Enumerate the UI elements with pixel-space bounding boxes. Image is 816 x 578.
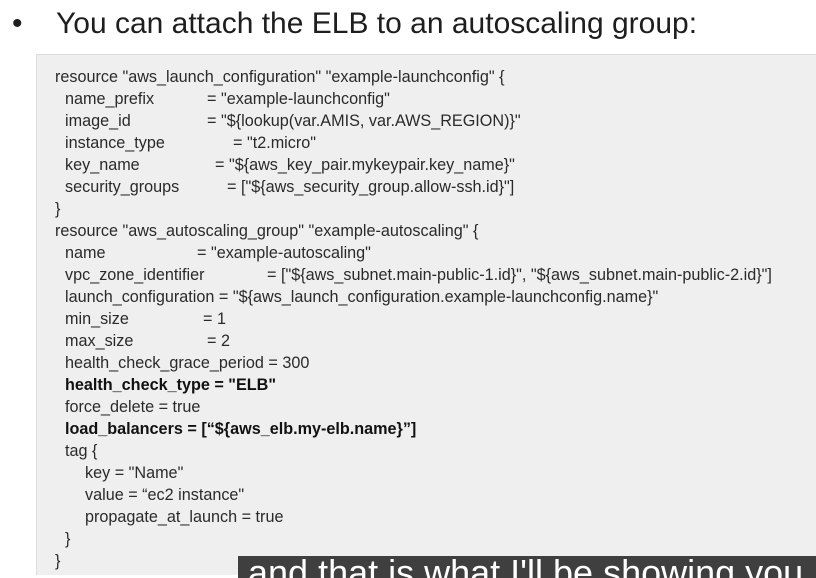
code-line-text: load_balancers = [“${aws_elb.my-elb.name… [65,420,417,438]
code-line: name = "example-autoscaling" [55,242,658,264]
code-line: name_prefix = "example-launchconfig" [55,88,658,110]
code-line: } [55,528,658,550]
code-line: resource "aws_autoscaling_group" "exampl… [55,220,658,242]
code-line-value: = "${lookup(var.AMIS, var.AWS_REGION)}" [207,112,521,130]
code-block: resource "aws_launch_configuration" "exa… [36,54,816,575]
code-line-text: tag { [65,442,98,460]
code-line-text: name [65,244,106,262]
code-line: key_name = "${aws_key_pair.mykeypair.key_… [55,154,658,176]
code-line-value: = 1 [203,310,226,328]
code-line-text: force_delete = true [65,398,201,416]
bullet-icon: • [12,7,23,40]
code-line-text: min_size [65,310,129,328]
code-line-text: } [55,552,61,570]
code-line: security_groups = ["${aws_security_group.… [55,176,658,198]
code-line-value: = "t2.micro" [233,134,317,152]
code-line: vpc_zone_identifier = ["${aws_subnet.main… [55,264,772,286]
slide-heading-row: • You can attach the ELB to an autoscali… [12,4,812,44]
code-line-text: resource "aws_autoscaling_group" "exampl… [55,222,479,240]
code-line-value: = "example-autoscaling" [197,244,371,262]
code-line-text: security_groups [65,178,180,196]
code-line: load_balancers = [“${aws_elb.my-elb.name… [55,418,658,440]
code-line-text: } [65,530,71,548]
code-line-value: = "${aws_key_pair.mykeypair.key_name}" [215,156,515,174]
code-line-text: value = “ec2 instance" [85,486,245,504]
code-lines: resource "aws_launch_configuration" "exa… [55,66,772,572]
code-line-text: health_check_type = "ELB" [65,376,277,394]
code-line-value: = ["${aws_security_group.allow-ssh.id}"] [227,178,515,196]
subtitle-caption: and that is what I'll be showing you [238,556,816,578]
code-line-text: vpc_zone_identifier [65,266,205,284]
code-line: propagate_at_launch = true [55,506,658,528]
code-line-value: = 2 [207,332,230,350]
code-line: key = "Name" [55,462,658,484]
code-line-text: launch_configuration = "${aws_launch_con… [65,288,659,306]
code-line-text: health_check_grace_period = 300 [65,354,310,372]
code-line-text: instance_type [65,134,165,152]
code-line: force_delete = true [55,396,658,418]
code-line-text: resource "aws_launch_configuration" "exa… [55,68,505,86]
code-line-text: image_id [65,112,131,130]
code-line-text: } [55,200,61,218]
code-line: } [55,198,658,220]
code-line-value: = ["${aws_subnet.main-public-1.id}", "${… [267,266,772,284]
code-line: tag { [55,440,658,462]
code-line: value = “ec2 instance" [55,484,658,506]
code-line: health_check_type = "ELB" [55,374,658,396]
slide-heading: You can attach the ELB to an autoscaling… [56,7,698,40]
code-line: min_size = 1 [55,308,658,330]
code-line: health_check_grace_period = 300 [55,352,658,374]
code-line-text: key_name [65,156,140,174]
code-line-text: key = "Name" [85,464,184,482]
code-line-text: max_size [65,332,134,350]
code-line: instance_type = "t2.micro" [55,132,658,154]
code-line-text: propagate_at_launch = true [85,508,284,526]
code-line-text: name_prefix [65,90,155,108]
code-line: } [55,550,658,572]
code-line: resource "aws_launch_configuration" "exa… [55,66,658,88]
code-line: image_id = "${lookup(var.AMIS, var.AWS_RE… [55,110,658,132]
code-line: max_size = 2 [55,330,658,352]
code-line: launch_configuration = "${aws_launch_con… [55,286,658,308]
code-line-value: = "example-launchconfig" [207,90,390,108]
